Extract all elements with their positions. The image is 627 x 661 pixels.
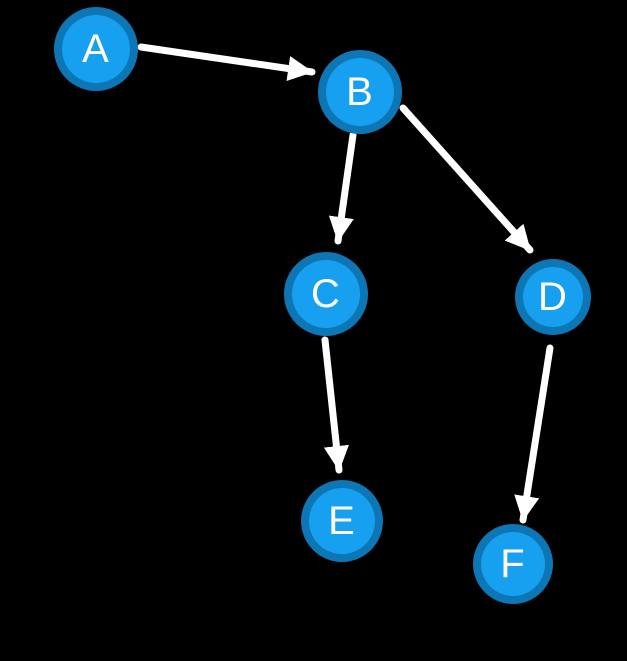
node-label-C: C bbox=[311, 272, 341, 316]
node-fill-E bbox=[309, 488, 375, 554]
node-fill-D bbox=[523, 267, 583, 327]
node-label-D: D bbox=[538, 275, 568, 319]
node-fill-A bbox=[62, 15, 130, 83]
edge-A-B bbox=[137, 43, 316, 82]
node-F[interactable]: F bbox=[473, 524, 553, 604]
node-B[interactable]: B bbox=[318, 50, 402, 134]
node-fill-B bbox=[326, 58, 394, 126]
node-fill-C bbox=[292, 260, 360, 328]
node-D[interactable]: D bbox=[515, 259, 591, 335]
edge-D-F bbox=[514, 344, 554, 524]
edge-B-C bbox=[328, 131, 357, 245]
node-label-B: B bbox=[346, 70, 374, 114]
node-E[interactable]: E bbox=[301, 480, 383, 562]
node-C[interactable]: C bbox=[284, 252, 368, 336]
node-label-A: A bbox=[82, 27, 110, 71]
edge-B-D bbox=[399, 104, 534, 254]
edge-C-E bbox=[321, 336, 349, 474]
node-label-E: E bbox=[328, 499, 356, 543]
node-label-F: F bbox=[500, 542, 525, 586]
node-fill-F bbox=[481, 532, 545, 596]
node-A[interactable]: A bbox=[54, 7, 138, 91]
